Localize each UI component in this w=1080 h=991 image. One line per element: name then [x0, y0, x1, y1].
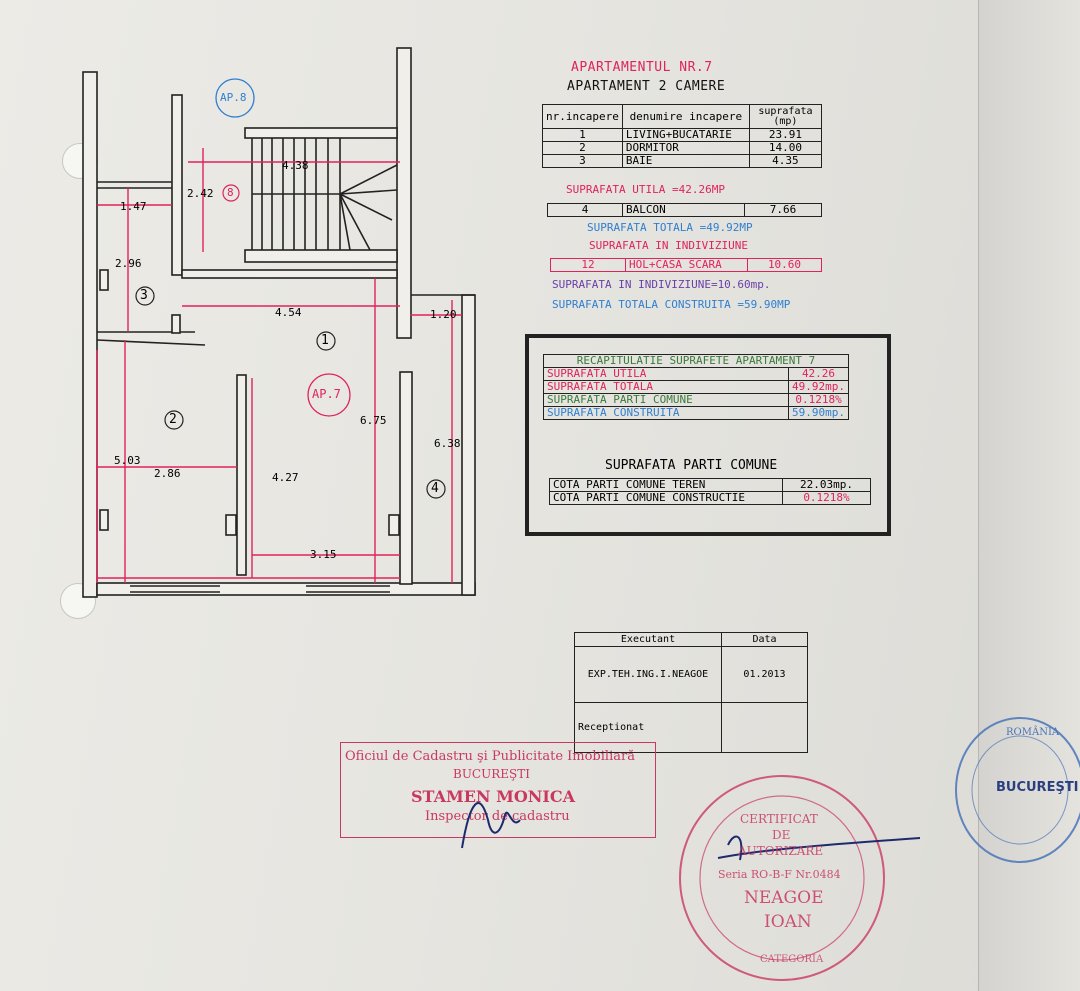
room-number-2: 2	[169, 412, 177, 427]
built-area-text: SUPRAFATA TOTALA CONSTRUITA =59.90MP	[552, 298, 791, 311]
table-header: denumire incapere	[621, 104, 750, 129]
room-number-3: 3	[140, 288, 148, 303]
seal-text: CATEGORIA	[760, 954, 824, 965]
table-row: 2 DORMITOR 14.00	[542, 141, 823, 155]
dimension-label: 4.54	[275, 306, 302, 319]
seal-text: DE	[772, 828, 791, 842]
seal-text: Seria RO-B-F Nr.0484	[718, 868, 841, 881]
seal-text: AUTORIZARE	[738, 844, 824, 858]
cadastre-office-stamp: Oficiul de Cadastru şi Publicitate Imobi…	[340, 742, 656, 838]
seal-text: BUCUREŞTI	[996, 780, 1079, 795]
dimension-label: 5.03	[114, 454, 141, 467]
apartment-7-label: AP.7	[312, 387, 341, 401]
undivided-area-text: SUPRAFATA IN INDIVIZIUNE=10.60mp.	[552, 278, 771, 291]
recap-box: RECAPITULATIE SUPRAFETE APARTAMENT 7 SUP…	[525, 334, 891, 536]
common-parts-table: COTA PARTI COMUNE TEREN 22.03mp. COTA PA…	[549, 478, 871, 505]
dimension-label: 1.47	[120, 200, 147, 213]
table-row: SUPRAFATA TOTALA 49.92mp.	[542, 380, 849, 394]
table-row: SUPRAFATA CONSTRUITA 59.90mp.	[542, 406, 849, 420]
seal-text: ROMÂNIA	[1006, 727, 1060, 738]
dimension-label: 1.20	[430, 308, 457, 321]
table-header: Data	[721, 632, 808, 647]
table-row: Receptionat	[574, 702, 808, 753]
table-row: 1 LIVING+BUCATARIE 23.91	[542, 128, 823, 142]
dimension-label: 6.75	[360, 414, 387, 427]
rooms-table: nr.incapere denumire incapere suprafata …	[542, 104, 823, 168]
dimension-label: 2.96	[115, 257, 142, 270]
table-row: EXP.TEH.ING.I.NEAGOE 01.2013	[574, 646, 808, 703]
dimension-label: 2.86	[154, 467, 181, 480]
dimension-label: 4.27	[272, 471, 299, 484]
table-row: COTA PARTI COMUNE CONSTRUCTIE 0.1218%	[549, 491, 871, 505]
total-area-text: SUPRAFATA TOTALA =49.92MP	[587, 221, 753, 234]
apartment-type-title: APARTAMENT 2 CAMERE	[567, 79, 726, 94]
hall-table: 12 HOL+CASA SCARA 10.60	[550, 258, 822, 272]
undivided-area-title: SUPRAFATA IN INDIVIZIUNE	[589, 239, 748, 252]
table-row: 4 BALCON 7.66	[547, 203, 822, 217]
room-number-8: 8	[227, 186, 234, 199]
dimension-label: 4.38	[282, 159, 309, 172]
apartment-8-label: AP.8	[220, 91, 247, 104]
page-edge	[978, 0, 1080, 991]
usable-area-text: SUPRAFATA UTILA =42.26MP	[566, 183, 725, 196]
table-row: SUPRAFATA UTILA 42.26	[542, 367, 849, 381]
seal-text: NEAGOE	[744, 888, 824, 908]
dimension-label: 2.42	[187, 187, 214, 200]
balcony-table: 4 BALCON 7.66	[547, 203, 822, 217]
table-row: 12 HOL+CASA SCARA 10.60	[550, 258, 822, 272]
dimension-label: 6.38	[434, 437, 461, 450]
dimension-label: 3.15	[310, 548, 337, 561]
table-row: 3 BAIE 4.35	[542, 154, 823, 168]
common-parts-title: SUPRAFATA PARTI COMUNE	[605, 458, 778, 473]
room-number-4: 4	[431, 481, 439, 496]
executant-table: Executant Data EXP.TEH.ING.I.NEAGOE 01.2…	[574, 632, 808, 753]
recap-table: RECAPITULATIE SUPRAFETE APARTAMENT 7 SUP…	[542, 354, 849, 420]
seal-text: CERTIFICAT	[740, 812, 818, 826]
apartment-number-title: APARTAMENTUL NR.7	[571, 60, 713, 75]
seal-text: IOAN	[764, 912, 812, 932]
recap-title: RECAPITULATIE SUPRAFETE APARTAMENT 7	[543, 354, 849, 368]
room-number-1: 1	[321, 333, 329, 348]
